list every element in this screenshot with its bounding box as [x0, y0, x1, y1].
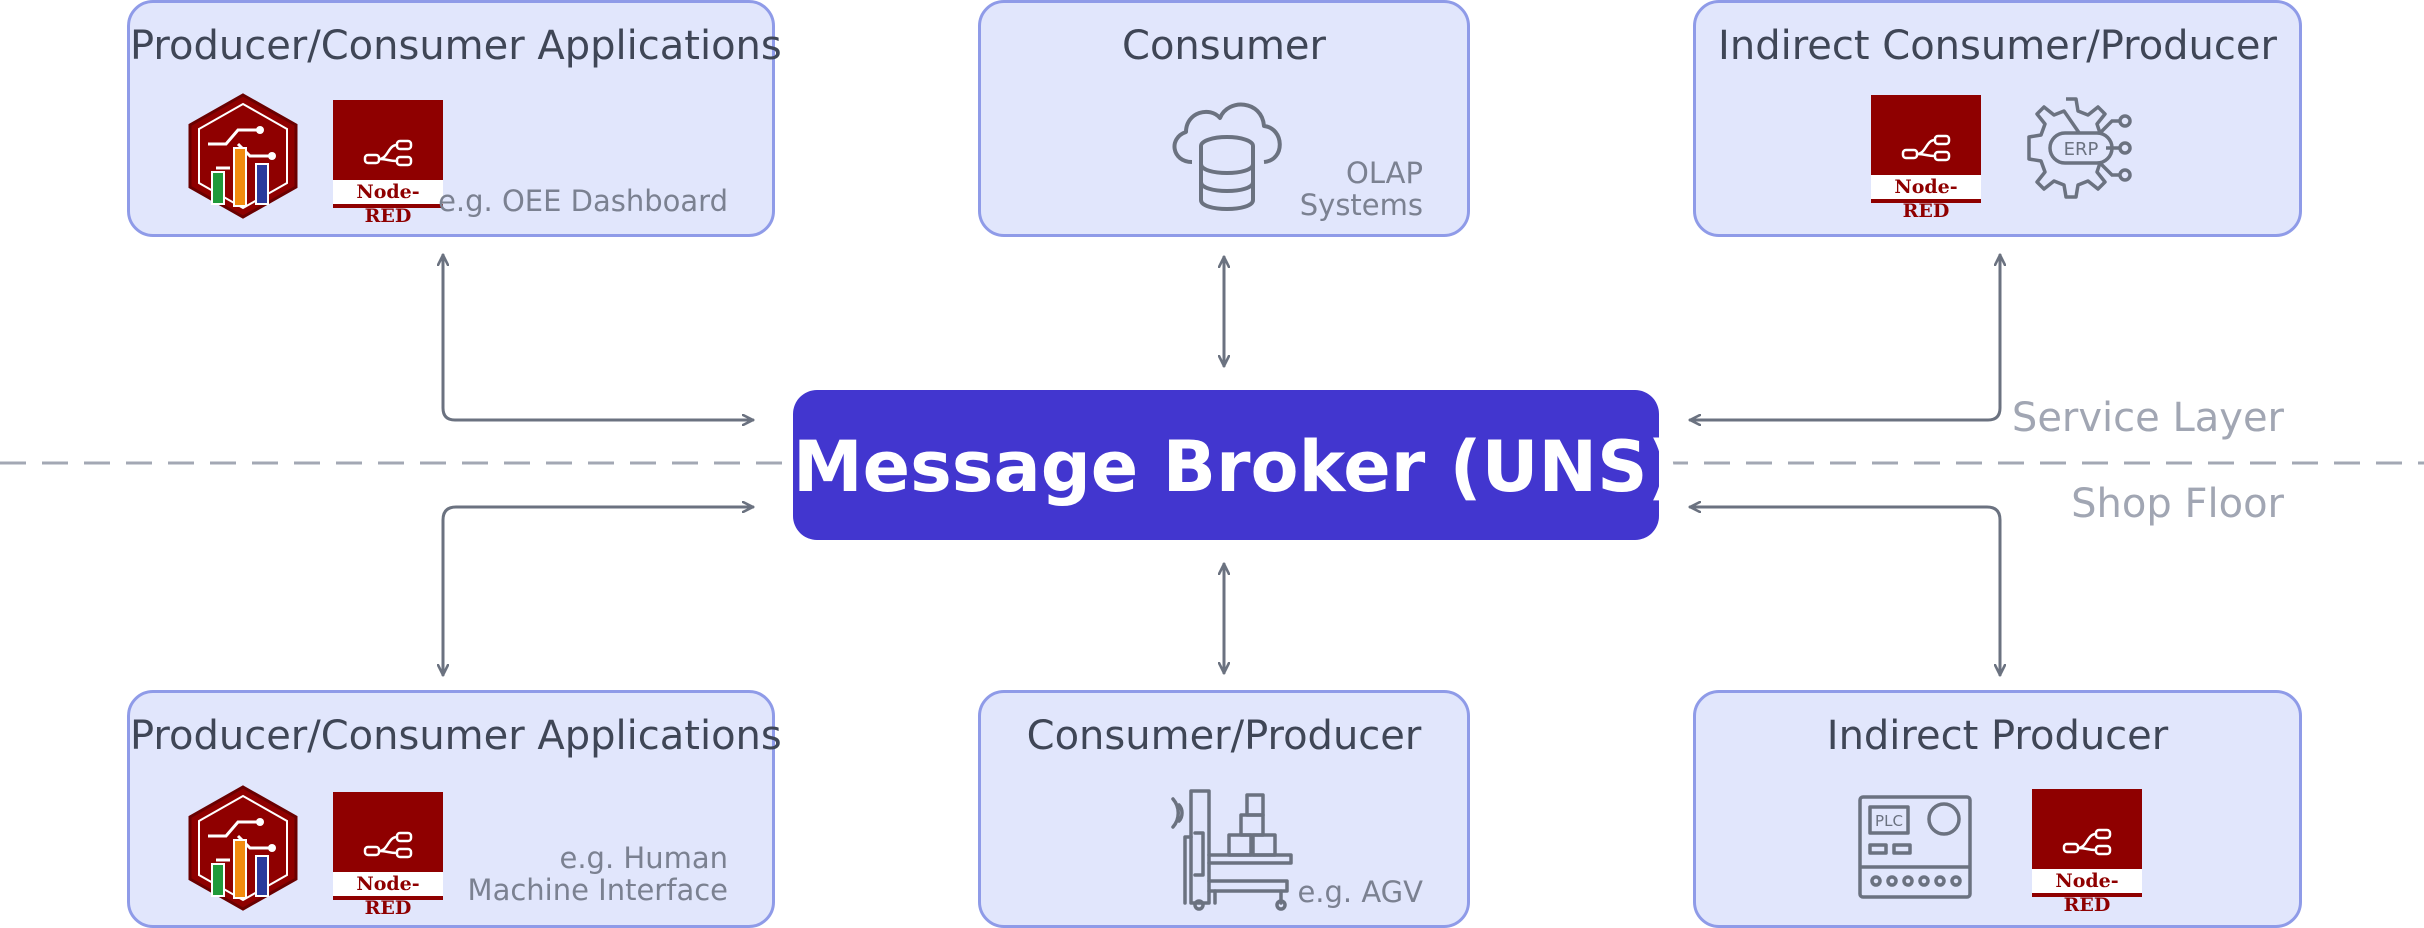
dashboard-hexagon-icon [188, 93, 298, 219]
box-top-left-producer-consumer-apps: Producer/Consumer Applications Node-RED … [127, 0, 782, 237]
arrow-bottom-right [1688, 507, 2000, 677]
agv-forklift-icon [1171, 789, 1293, 911]
node-red-logo: Node-RED [2032, 789, 2142, 916]
erp-label: ERP [2064, 139, 2099, 160]
arrow-top-right [1688, 253, 2000, 420]
node-red-label: Node-RED [333, 180, 443, 227]
node-red-flow-icon [2062, 828, 2112, 856]
box-title: Producer/Consumer Applications [130, 713, 782, 759]
node-red-label: Node-RED [2032, 869, 2142, 916]
box-top-center-consumer: Consumer OLAP Systems [978, 0, 1470, 237]
box-caption: e.g. AGV [1297, 875, 1423, 909]
node-red-flow-icon [363, 139, 413, 167]
box-top-right-indirect-consumer-producer: Indirect Consumer/Producer Node-RED ERP [1693, 0, 2302, 237]
box-caption: e.g. OEE Dashboard [438, 184, 728, 218]
arrow-top-left [443, 253, 755, 420]
node-red-flow-icon [1901, 134, 1951, 162]
box-title: Producer/Consumer Applications [130, 23, 782, 69]
box-title: Indirect Producer [1826, 713, 2169, 759]
box-caption-line1: OLAP [1346, 156, 1423, 190]
shop-floor-label: Shop Floor [2071, 481, 2284, 527]
box-caption-line2: Machine Interface [467, 873, 728, 907]
arrow-bottom-left [443, 507, 755, 677]
plc-label: PLC [1875, 812, 1903, 830]
node-red-logo: Node-RED [1871, 95, 1981, 222]
box-bottom-left-producer-consumer-apps: Producer/Consumer Applications Node-RED … [127, 690, 782, 928]
box-title: Consumer/Producer [1026, 713, 1422, 759]
box-bottom-right-indirect-producer: Indirect Producer PLC Node-RED [1693, 690, 2302, 928]
erp-gear-icon: ERP [2027, 97, 2132, 199]
plc-device-icon: PLC [1858, 795, 1972, 899]
message-broker: Message Broker (UNS) [793, 390, 1680, 540]
message-broker-label: Message Broker (UNS) [793, 426, 1680, 508]
box-title: Indirect Consumer/Producer [1718, 23, 2277, 69]
cloud-database-icon [1172, 102, 1282, 211]
node-red-label: Node-RED [1871, 175, 1981, 222]
box-caption-line2: Systems [1299, 188, 1423, 222]
box-caption-line1: e.g. Human [559, 841, 729, 875]
service-layer-label: Service Layer [2011, 395, 2284, 441]
node-red-flow-icon [363, 831, 413, 859]
node-red-label: Node-RED [333, 872, 443, 919]
box-bottom-center-consumer-producer: Consumer/Producer e.g. AGV [978, 690, 1470, 928]
box-title: Consumer [1122, 23, 1326, 69]
dashboard-hexagon-icon [188, 785, 298, 911]
node-red-logo: Node-RED [333, 100, 443, 227]
node-red-logo: Node-RED [333, 792, 443, 919]
